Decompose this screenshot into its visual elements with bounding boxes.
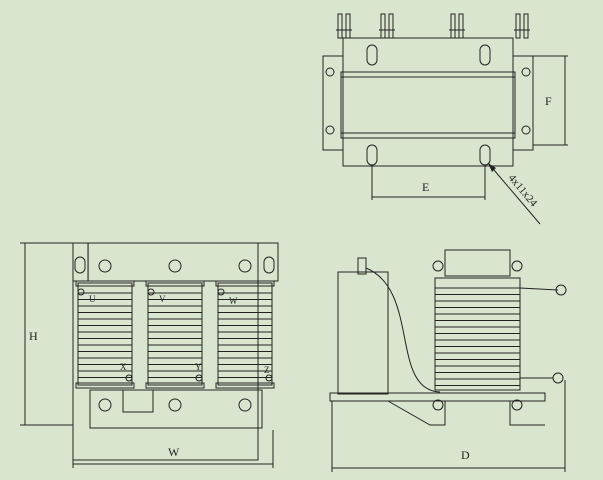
- terminal-lead: [345, 13, 351, 39]
- terminal-screw: [195, 374, 203, 382]
- coil-flange: [75, 382, 135, 389]
- front-view: U V W X Y Z H W: [20, 242, 279, 468]
- coil-flange: [145, 280, 205, 287]
- coil-flange: [215, 280, 275, 287]
- terminal-screw: [217, 288, 225, 296]
- dimension-h-label: H: [29, 329, 38, 343]
- terminal-lead: [380, 13, 386, 39]
- coil: [217, 282, 273, 386]
- dimension-w-label: W: [168, 445, 180, 459]
- side-view: D: [329, 249, 567, 472]
- terminal-lead: [450, 13, 456, 39]
- terminal-v-label: V: [159, 294, 166, 304]
- coil-flange: [215, 382, 275, 389]
- terminal-screw: [147, 288, 155, 296]
- terminal-lead: [388, 13, 394, 39]
- terminal-u-label: U: [89, 294, 96, 304]
- coil-flange: [75, 280, 135, 287]
- terminal-lead: [458, 13, 464, 39]
- coil: [77, 282, 133, 386]
- terminal-z-label: Z: [264, 365, 270, 375]
- terminal-screw: [125, 374, 133, 382]
- terminal-x-label: X: [120, 362, 127, 372]
- dimension-f-label: F: [545, 94, 552, 108]
- terminal-lead: [523, 13, 529, 39]
- terminal-lead: [337, 13, 343, 39]
- top-view: F E 4x11x24: [322, 13, 568, 225]
- terminal-y-label: Y: [195, 362, 202, 372]
- dimension-e-label: E: [422, 180, 429, 194]
- dimension-d-label: D: [461, 448, 470, 462]
- coil-flange: [145, 382, 205, 389]
- terminal-screw: [77, 288, 85, 296]
- terminal-screw: [265, 374, 273, 382]
- terminal-lead: [515, 13, 521, 39]
- coil: [147, 282, 203, 386]
- terminal-w-label: W: [229, 296, 238, 306]
